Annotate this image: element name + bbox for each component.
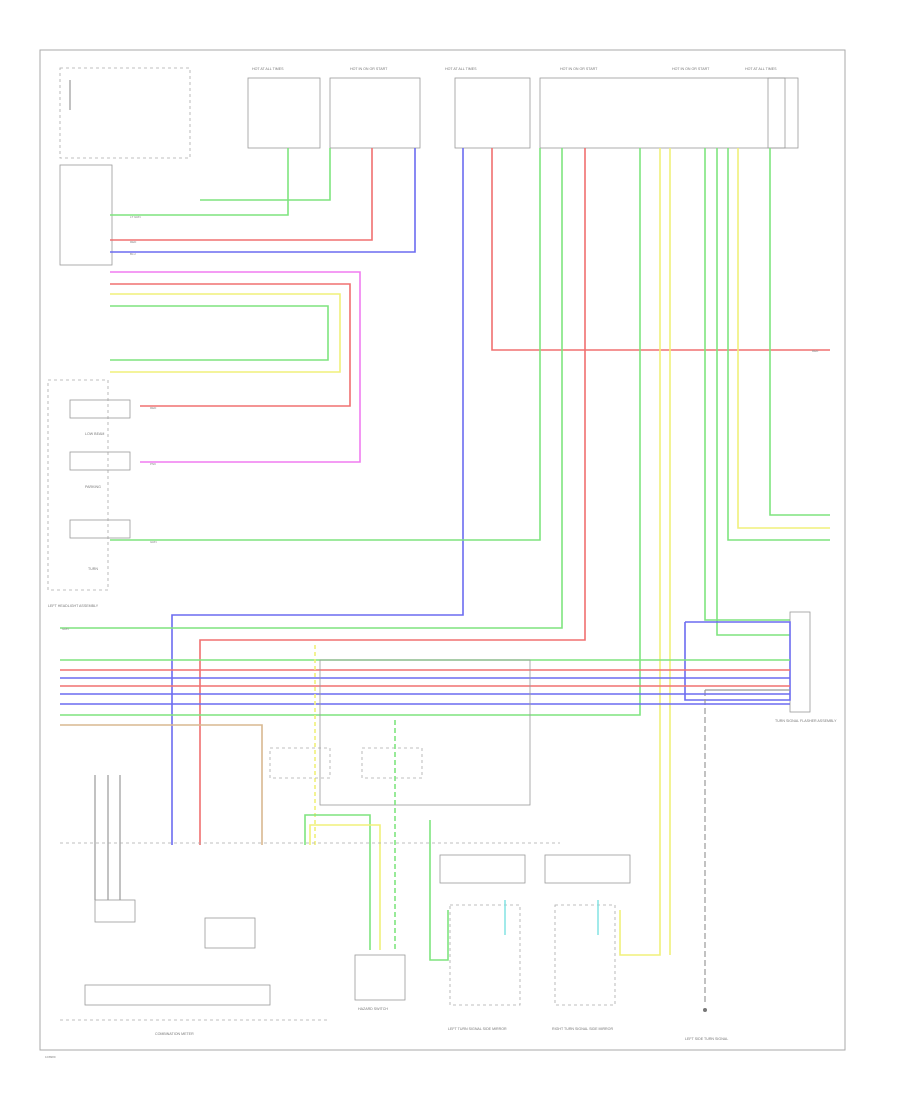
fuse-label-6: HOT AT ALL TIMES (745, 67, 777, 71)
wire-green-1 (110, 148, 289, 216)
fuse-label-4: HOT IN ON OR START (560, 67, 598, 71)
footer-code: 1D8989 (45, 1055, 56, 1059)
wire-green-2 (200, 148, 331, 201)
combination-meter-label: COMBINATION METER (155, 1032, 194, 1036)
wire-tan (60, 724, 263, 845)
fuse-label-5: HOT IN ON OR START (672, 67, 710, 71)
parking-bulb (69, 451, 131, 471)
left-side-marker-label: LEFT SIDE TURN SIGNAL (685, 1037, 728, 1041)
left-headlight-dash (47, 379, 109, 591)
wire-yellow-hazard (309, 824, 381, 950)
meter-element-2 (204, 917, 256, 949)
fuse-label-1: HOT AT ALL TIMES (252, 67, 284, 71)
right-turn-mirror-label: RIGHT TURN SIGNAL SIDE MIRROR (552, 1027, 613, 1031)
low-beam-label: LOW BEAM (85, 432, 104, 436)
wire-blue-1 (110, 148, 416, 253)
mid-connector-1 (269, 747, 331, 779)
parking-label: PARKING (85, 485, 101, 489)
tag-grn: GRN (150, 540, 157, 544)
turn-label: TURN (88, 567, 98, 571)
wire-green-loop (110, 305, 329, 361)
turn-signal-flasher-label: TURN SIGNAL FLASHER ASSEMBLY (775, 719, 837, 723)
diagram-frame (39, 49, 846, 1051)
wire-blue-flasher-loop (684, 621, 791, 701)
fuse-label-3: HOT AT ALL TIMES (445, 67, 477, 71)
wire-red-long (199, 148, 586, 845)
fuse-label-2: HOT IN ON OR START (350, 67, 388, 71)
fuse-box-2 (329, 77, 421, 149)
tag-pnk: PNK (150, 462, 156, 466)
side-marker-ground (703, 1008, 707, 1012)
wire-green-right-2 (704, 148, 790, 621)
right-mirror-box (544, 854, 631, 884)
left-headlight-label: LEFT HEADLIGHT ASSEMBLY (48, 604, 99, 608)
wire-green-long-1 (110, 148, 541, 541)
turn-bulb (69, 519, 131, 539)
wire-green-long-2 (60, 148, 563, 629)
wire-yellow-loop (110, 293, 341, 373)
wire-yellow-right-3 (737, 148, 830, 529)
turn-signal-flasher-box (789, 611, 811, 713)
combination-meter-box (84, 984, 271, 1006)
wire-blue-long (171, 148, 464, 845)
wire-red-right (491, 148, 830, 351)
low-beam-bulb (69, 399, 131, 419)
wire-red-loop (110, 283, 351, 407)
tag-red-2: RED (150, 406, 157, 410)
wire-yellow-right-1 (619, 148, 661, 956)
switch-connector-left (59, 164, 113, 266)
wire-green-right-1 (60, 148, 641, 716)
left-fog-dash (449, 904, 521, 1006)
wire-green-right-5 (769, 148, 830, 516)
wire-magenta-loop (110, 271, 361, 463)
wire-green-right-3 (716, 148, 790, 636)
fuse-box-4 (539, 77, 786, 149)
hazard-switch-box (354, 954, 406, 1001)
hazard-switch-label: HAZARD SWITCH (358, 1007, 388, 1011)
fuse-box-5 (767, 77, 799, 149)
wire-green-fog (429, 820, 449, 961)
headlight-switch-box (59, 67, 191, 159)
wire-green-hazard (304, 814, 371, 950)
tag-red-3: RED (812, 349, 819, 353)
tag-lt-grn: LT GRN (130, 215, 141, 219)
tag-grn-2: GRN (62, 627, 69, 631)
right-fog-dash (554, 904, 616, 1006)
left-mirror-box (439, 854, 526, 884)
fuse-box-3 (454, 77, 531, 149)
fuse-box-1 (247, 77, 321, 149)
meter-element-1 (94, 899, 136, 923)
tag-red: RED (130, 240, 137, 244)
left-turn-mirror-label: LEFT TURN SIGNAL SIDE MIRROR (448, 1027, 507, 1031)
mid-connector-frame (319, 659, 531, 806)
wire-red-1 (110, 148, 373, 241)
mid-connector-2 (361, 747, 423, 779)
wire-green-right-4 (727, 148, 830, 541)
tag-blu: BLU (130, 252, 136, 256)
